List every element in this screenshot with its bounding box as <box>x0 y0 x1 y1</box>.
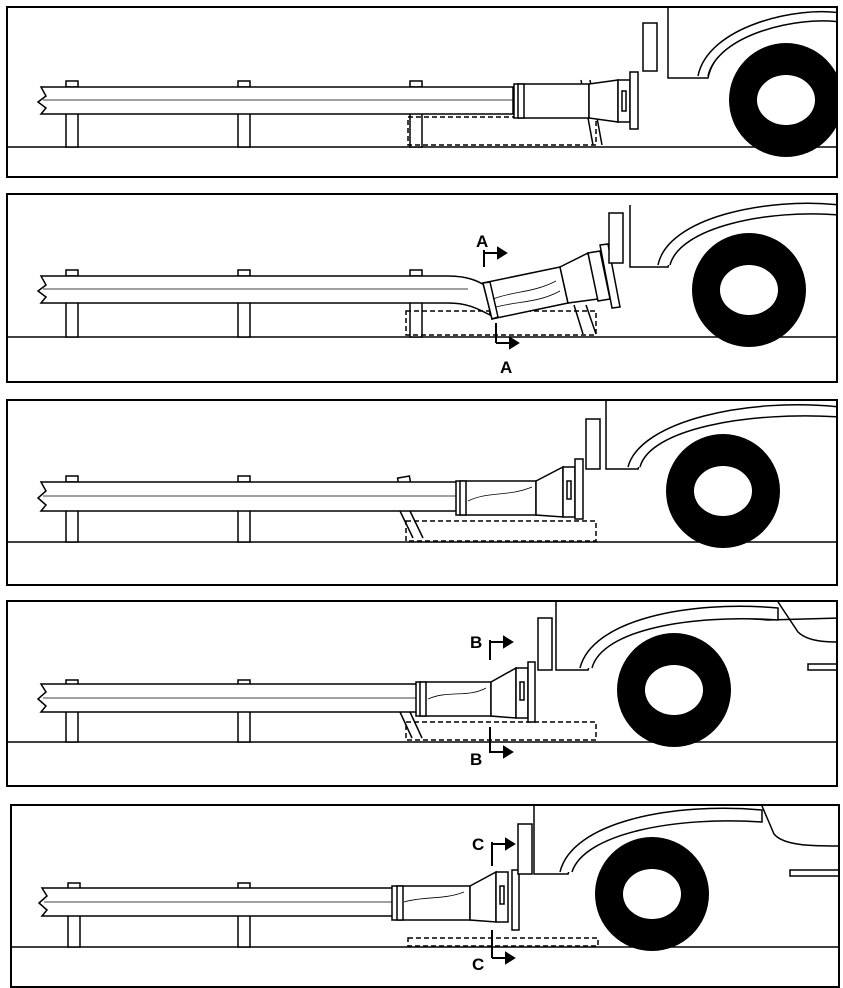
truck-bumper <box>585 418 601 470</box>
section-marker-b <box>489 635 514 759</box>
guardrail-post <box>65 709 79 743</box>
impact-head-taper <box>535 465 564 518</box>
truck-wheel <box>595 837 709 951</box>
guardrail-beam <box>36 275 491 317</box>
truck-fender <box>559 807 763 873</box>
section-marker-a <box>483 246 520 350</box>
stage-1-drawing <box>8 8 836 157</box>
guardrail-post <box>65 112 79 148</box>
truck-fender <box>697 10 836 77</box>
truck-bumper <box>608 212 624 264</box>
guardrail-post <box>237 299 251 338</box>
diagram-panel-stage-1 <box>6 6 838 178</box>
dashed-slab <box>405 520 597 542</box>
section-label-bottom: B <box>470 750 482 769</box>
truck-bumper <box>642 22 658 72</box>
post-cap <box>237 80 251 88</box>
post-cap <box>409 269 423 277</box>
truck-bumper <box>537 617 553 671</box>
post-cap <box>237 269 251 277</box>
section-label-top: C <box>472 835 484 854</box>
dashed-slab <box>407 116 597 146</box>
section-label-top: A <box>476 232 488 251</box>
anchor-post <box>573 304 584 335</box>
section-label-bottom: A <box>500 358 512 377</box>
dashed-slab <box>405 721 597 741</box>
dashed-slab <box>407 937 599 947</box>
guardrail-beam <box>36 481 461 512</box>
guardrail-post <box>237 709 251 743</box>
diagram-panel-stage-2: A A <box>6 193 838 383</box>
truck-window <box>777 602 836 643</box>
guardrail-post <box>237 913 251 948</box>
guardrail-post <box>409 112 423 148</box>
truck-fender <box>657 202 836 266</box>
truck-wheel <box>617 633 731 747</box>
impact-plate <box>629 71 639 130</box>
impact-plate <box>599 243 621 309</box>
diagram-panel-stage-5: C C <box>10 804 840 988</box>
post-cap <box>65 475 79 483</box>
diagram-panel-stage-4: B B <box>6 600 838 787</box>
guardrail-post <box>237 506 251 543</box>
truck-fender <box>627 404 836 468</box>
truck-wheel <box>692 233 806 347</box>
truck-bumper <box>517 823 533 875</box>
section-label-bottom: C <box>472 955 484 974</box>
guardrail-beam <box>36 86 514 115</box>
dashed-slab <box>405 310 597 336</box>
truck-window <box>761 806 838 847</box>
truck-wheel <box>666 434 780 548</box>
impact-head-sleeve <box>513 83 590 119</box>
guardrail-post <box>237 112 251 148</box>
post-cap <box>65 269 79 277</box>
truck-step <box>789 869 838 877</box>
truck-wheel <box>729 43 836 157</box>
impact-head-sleeve <box>455 480 537 516</box>
impact-head-taper <box>490 666 517 719</box>
guardrail-post <box>65 506 79 543</box>
guardrail-post <box>67 913 81 948</box>
stage-5-drawing: C C <box>12 806 838 974</box>
stage-4-drawing: B B <box>8 602 836 769</box>
post-cap <box>65 80 79 88</box>
impact-plate <box>511 869 520 931</box>
impact-head-taper <box>469 870 497 923</box>
truck-step <box>807 663 836 671</box>
impact-plate <box>574 458 584 520</box>
post-cap <box>409 80 423 88</box>
post-cap <box>237 475 251 483</box>
impact-head-sleeve <box>415 681 492 717</box>
section-marker-c <box>491 837 516 965</box>
impact-plate <box>527 661 536 723</box>
guardrail-post <box>65 299 79 338</box>
diagram-panel-stage-3 <box>6 399 838 586</box>
stage-3-drawing <box>8 401 836 548</box>
impact-head-taper <box>588 79 619 123</box>
section-label-top: B <box>470 633 482 652</box>
truck-fender <box>579 605 779 669</box>
stage-2-drawing: A A <box>8 202 836 377</box>
guardrail-post <box>409 299 423 338</box>
